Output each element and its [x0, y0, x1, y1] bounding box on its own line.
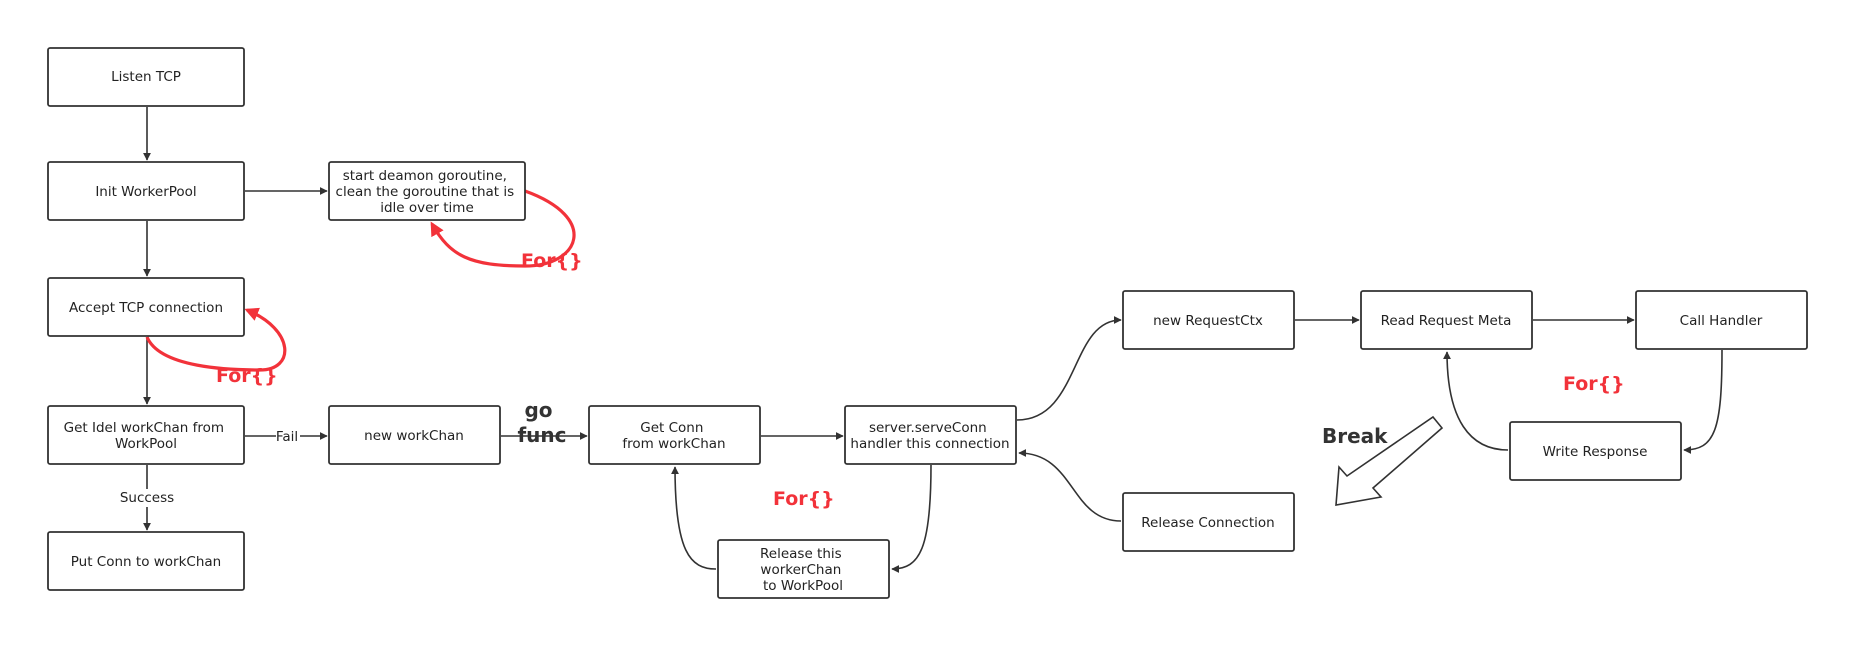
node-init-workerpool[interactable]: Init WorkerPool: [47, 161, 245, 221]
node-new-workchan[interactable]: new workChan: [328, 405, 501, 465]
node-get-conn-label: Get Conn from workChan: [622, 420, 725, 452]
edge-serveconn-to-releaseworker: [891, 464, 932, 573]
daemon-loop-label: For{}: [521, 250, 583, 272]
node-release-connection[interactable]: Release Connection: [1122, 492, 1295, 552]
node-listen-tcp-label: Listen TCP: [111, 69, 181, 85]
node-new-requestctx[interactable]: new RequestCtx: [1122, 290, 1295, 350]
daemon-loop-arrow: [430, 189, 576, 268]
node-init-workerpool-label: Init WorkerPool: [95, 184, 196, 200]
node-put-conn-label: Put Conn to workChan: [71, 554, 221, 570]
node-read-request-meta-label: Read Request Meta: [1381, 313, 1512, 329]
loop-arrows: [145, 189, 576, 372]
node-get-idle-workchan[interactable]: Get Idel workChan from WorkPool: [47, 405, 245, 465]
edge-label-go-func: go func: [517, 398, 566, 447]
edge-callhandler-to-writeresponse: [1683, 349, 1723, 454]
edge-releaseconnection-to-serveconn: [1018, 449, 1122, 522]
node-get-idle-workchan-label: Get Idel workChan from WorkPool: [64, 420, 229, 452]
node-read-request-meta[interactable]: Read Request Meta: [1360, 290, 1533, 350]
worker-loop-label: For{}: [773, 488, 835, 510]
node-put-conn[interactable]: Put Conn to workChan: [47, 531, 245, 591]
node-write-response[interactable]: Write Response: [1509, 421, 1682, 481]
edge-label-success: Success: [118, 489, 176, 507]
node-start-daemon[interactable]: start deamon goroutine, clean the gorout…: [328, 161, 526, 221]
node-release-worker[interactable]: Release this workerChan to WorkPool: [717, 539, 890, 599]
node-listen-tcp[interactable]: Listen TCP: [47, 47, 245, 107]
node-new-requestctx-label: new RequestCtx: [1153, 313, 1263, 329]
break-arrow-icon: [1335, 415, 1444, 506]
accept-loop-arrow: [145, 307, 287, 372]
node-accept-tcp[interactable]: Accept TCP connection: [47, 277, 245, 337]
node-get-conn[interactable]: Get Conn from workChan: [588, 405, 761, 465]
node-call-handler[interactable]: Call Handler: [1635, 290, 1808, 350]
edge-serveconn-to-newrequestctx: [1016, 316, 1122, 421]
node-call-handler-label: Call Handler: [1680, 313, 1763, 329]
break-label: Break: [1322, 424, 1388, 448]
edge-releaseworker-to-getconn: [671, 466, 717, 570]
node-write-response-label: Write Response: [1543, 444, 1648, 460]
svg-text:Success: Success: [120, 490, 174, 506]
edge-label-fail: Fail: [276, 428, 300, 445]
svg-text:Fail: Fail: [276, 429, 298, 445]
node-serve-conn[interactable]: server.serveConn handler this connection: [844, 405, 1017, 465]
node-start-daemon-label: start deamon goroutine, clean the gorout…: [336, 168, 519, 216]
node-new-workchan-label: new workChan: [364, 428, 464, 444]
edge-writeresponse-to-readmeta: [1443, 351, 1509, 451]
node-accept-tcp-label: Accept TCP connection: [69, 300, 223, 316]
node-release-connection-label: Release Connection: [1141, 515, 1274, 531]
request-loop-label: For{}: [1563, 373, 1625, 395]
node-release-worker-label: Release this workerChan to WorkPool: [760, 546, 846, 594]
node-serve-conn-label: server.serveConn handler this connection: [850, 420, 1009, 452]
accept-loop-label: For{}: [216, 365, 278, 387]
